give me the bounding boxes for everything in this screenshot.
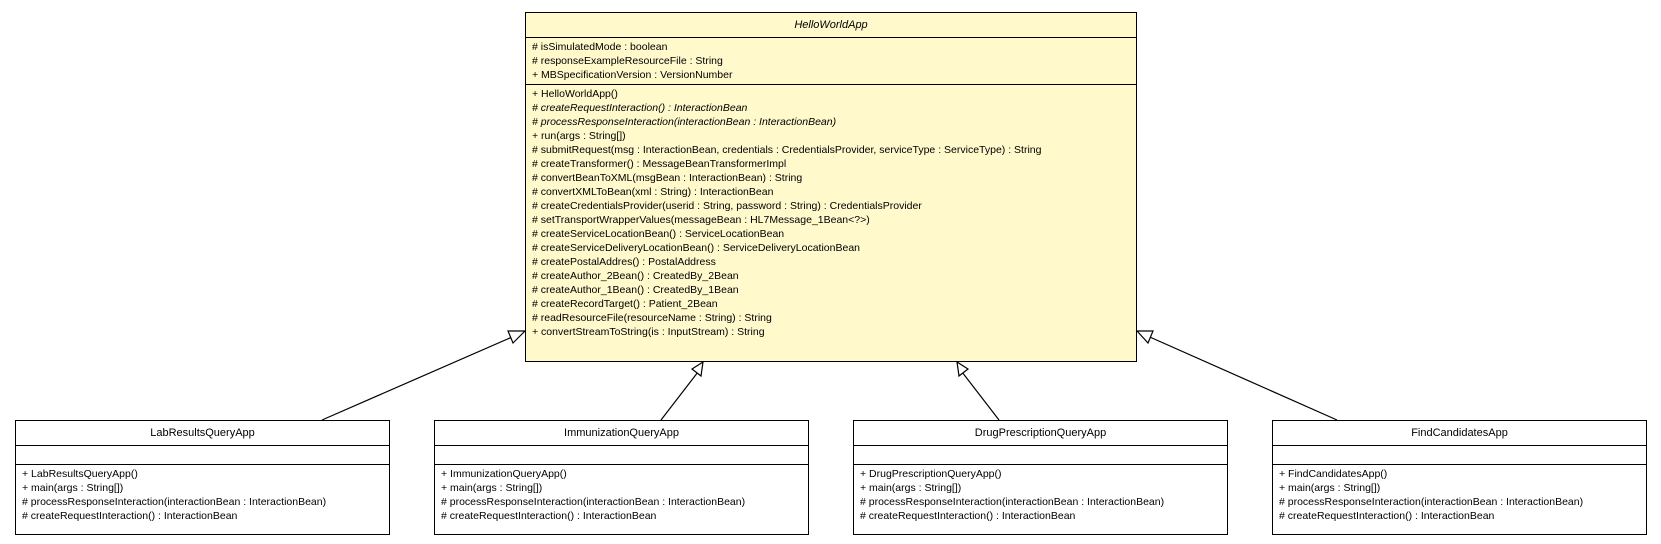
class-immunizationqueryapp: ImmunizationQueryApp + ImmunizationQuery… (434, 420, 809, 535)
class-drugprescriptionqueryapp: DrugPrescriptionQueryApp + DrugPrescript… (853, 420, 1228, 535)
operation: # createAuthor_2Bean() : CreatedBy_2Bean (532, 270, 739, 282)
operation: + DrugPrescriptionQueryApp() (860, 468, 1002, 480)
operation: # createPostalAddres() : PostalAddress (532, 256, 716, 268)
operation: + ImmunizationQueryApp() (441, 468, 567, 480)
operation: + HelloWorldApp() (532, 88, 618, 100)
inheritance-arrowhead (507, 330, 527, 345)
operation: + main(args : String[]) (860, 482, 962, 494)
class-name: ImmunizationQueryApp (435, 421, 808, 446)
operation: + convertStreamToString(is : InputStream… (532, 326, 765, 338)
operation: # createRequestInteraction() : Interacti… (532, 102, 748, 114)
attributes-compartment (854, 446, 1227, 465)
inheritance-line (660, 371, 699, 421)
operation: # processResponseInteraction(interaction… (22, 496, 327, 508)
operation: # createServiceDeliveryLocationBean() : … (532, 242, 860, 254)
operation: # createRequestInteraction() : Interacti… (441, 510, 657, 522)
operations-compartment: + LabResultsQueryApp() + main(args : Str… (16, 465, 389, 525)
operation: # submitRequest(msg : InteractionBean, c… (532, 144, 1042, 156)
operations-compartment: + FindCandidatesApp() + main(args : Stri… (1273, 465, 1646, 525)
attribute: # responseExampleResourceFile : String (532, 55, 723, 67)
class-name: DrugPrescriptionQueryApp (854, 421, 1227, 446)
class-name: LabResultsQueryApp (16, 421, 389, 446)
operation: # createCredentialsProvider(userid : Str… (532, 200, 922, 212)
operations-compartment: + DrugPrescriptionQueryApp() + main(args… (854, 465, 1227, 525)
operation: # convertBeanToXML(msgBean : Interaction… (532, 172, 803, 184)
operations-compartment: + ImmunizationQueryApp() + main(args : S… (435, 465, 808, 525)
inheritance-arrowhead (1135, 330, 1154, 345)
operation: + LabResultsQueryApp() (22, 468, 138, 480)
operation: # processResponseInteraction(interaction… (1279, 496, 1584, 508)
operation: # readResourceFile(resourceName : String… (532, 312, 772, 324)
operation: # createServiceLocationBean() : ServiceL… (532, 228, 785, 240)
operation: # convertXMLToBean(xml : String) : Inter… (532, 186, 774, 198)
attributes-compartment: # isSimulatedMode : boolean # responseEx… (526, 38, 1136, 85)
operation: # createRequestInteraction() : Interacti… (22, 510, 238, 522)
operation: # processResponseInteraction(interaction… (532, 116, 837, 128)
class-name: HelloWorldApp (526, 13, 1136, 38)
operation: # createRecordTarget() : Patient_2Bean (532, 298, 718, 310)
operation: # processResponseInteraction(interaction… (441, 496, 746, 508)
operation: # createAuthor_1Bean() : CreatedBy_1Bean (532, 284, 739, 296)
operation: + run(args : String[]) (532, 130, 626, 142)
class-helloworldapp: HelloWorldApp # isSimulatedMode : boolea… (525, 12, 1137, 362)
attribute: + MBSpecificationVersion : VersionNumber (532, 69, 733, 81)
operation: # createTransformer() : MessageBeanTrans… (532, 158, 787, 170)
attributes-compartment (16, 446, 389, 465)
operations-compartment: + HelloWorldApp() # createRequestInterac… (526, 85, 1136, 341)
operation: + main(args : String[]) (22, 482, 124, 494)
inheritance-line (961, 371, 1000, 421)
class-findcandidatesapp: FindCandidatesApp + FindCandidatesApp() … (1272, 420, 1647, 535)
inheritance-arrowhead (690, 360, 704, 378)
attributes-compartment (1273, 446, 1646, 465)
operation: # createRequestInteraction() : Interacti… (1279, 510, 1495, 522)
operation: # setTransportWrapperValues(messageBean … (532, 214, 870, 226)
operation: # createRequestInteraction() : Interacti… (860, 510, 1076, 522)
operation: # processResponseInteraction(interaction… (860, 496, 1165, 508)
operation: + main(args : String[]) (1279, 482, 1381, 494)
operation: + main(args : String[]) (441, 482, 543, 494)
operation: + FindCandidatesApp() (1279, 468, 1388, 480)
inheritance-arrowhead (956, 360, 970, 378)
attribute: # isSimulatedMode : boolean (532, 41, 668, 53)
inheritance-line (1142, 333, 1338, 421)
class-labresultsqueryapp: LabResultsQueryApp + LabResultsQueryApp(… (15, 420, 390, 535)
attributes-compartment (435, 446, 808, 465)
class-name: FindCandidatesApp (1273, 421, 1646, 446)
inheritance-line (321, 333, 520, 421)
